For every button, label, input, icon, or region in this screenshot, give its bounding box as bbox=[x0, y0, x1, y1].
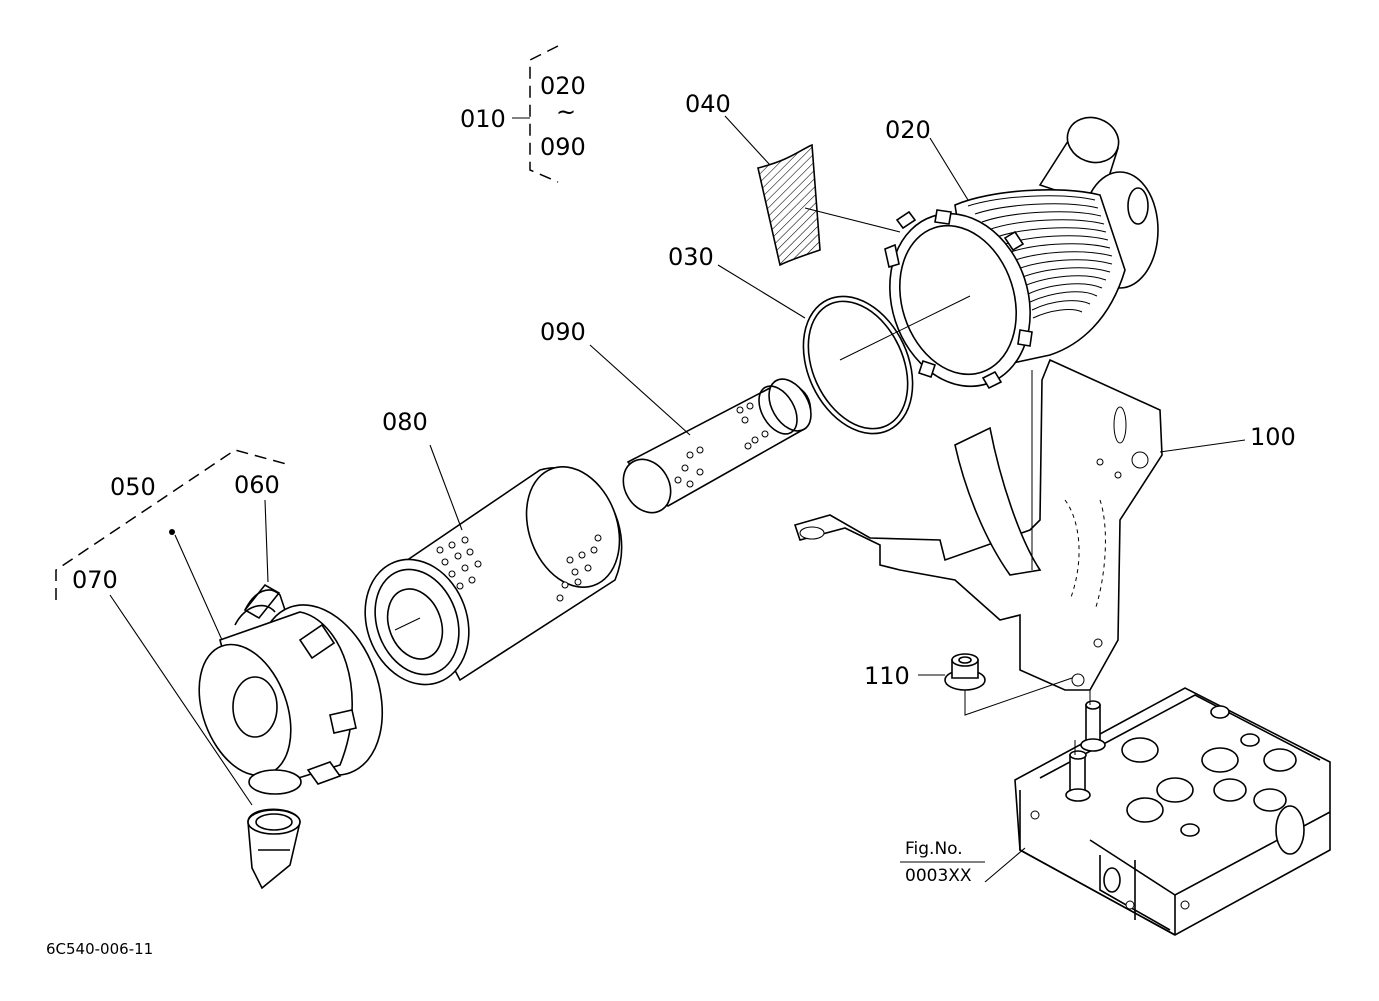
air-cleaner-body-020 bbox=[884, 116, 1159, 390]
label-sticker-040 bbox=[724, 115, 901, 267]
assembly-bracket-010 bbox=[512, 45, 559, 183]
callout-110: 110 bbox=[864, 662, 910, 690]
cylinder-head-reference bbox=[984, 687, 1331, 936]
drawing-code: 6C540-006-11 bbox=[46, 940, 153, 958]
fig-ref-number: 0003XX bbox=[905, 866, 972, 886]
callout-040: 040 bbox=[685, 90, 731, 118]
callout-020: 020 bbox=[885, 116, 931, 144]
main-element-perforations bbox=[436, 534, 602, 602]
o-ring-030 bbox=[717, 264, 971, 435]
evacuator-valve-070 bbox=[109, 594, 302, 890]
callout-090-range-end: 090 bbox=[540, 133, 586, 161]
callout-100: 100 bbox=[1250, 423, 1296, 451]
callout-060: 060 bbox=[234, 471, 280, 499]
safety-element-090 bbox=[589, 344, 812, 514]
callout-090: 090 bbox=[540, 318, 586, 346]
callout-010: 010 bbox=[460, 105, 506, 133]
callout-070: 070 bbox=[72, 566, 118, 594]
cover-assembly-bracket-050 bbox=[55, 449, 291, 600]
flange-nut-110 bbox=[918, 653, 1073, 716]
callout-020-range-start: 020 bbox=[540, 72, 586, 100]
safety-element-perforations bbox=[674, 402, 769, 488]
fig-ref-label: Fig.No. bbox=[905, 839, 963, 859]
callout-050: 050 bbox=[110, 473, 156, 501]
body-ribs bbox=[967, 195, 1113, 319]
callout-080: 080 bbox=[382, 408, 428, 436]
dust-cover-050 bbox=[174, 534, 384, 792]
mounting-bracket-100 bbox=[793, 358, 1246, 691]
callout-030: 030 bbox=[668, 243, 714, 271]
callout-range-tilde: ~ bbox=[556, 98, 576, 126]
main-element-080 bbox=[364, 444, 623, 686]
clip-060 bbox=[234, 499, 286, 626]
